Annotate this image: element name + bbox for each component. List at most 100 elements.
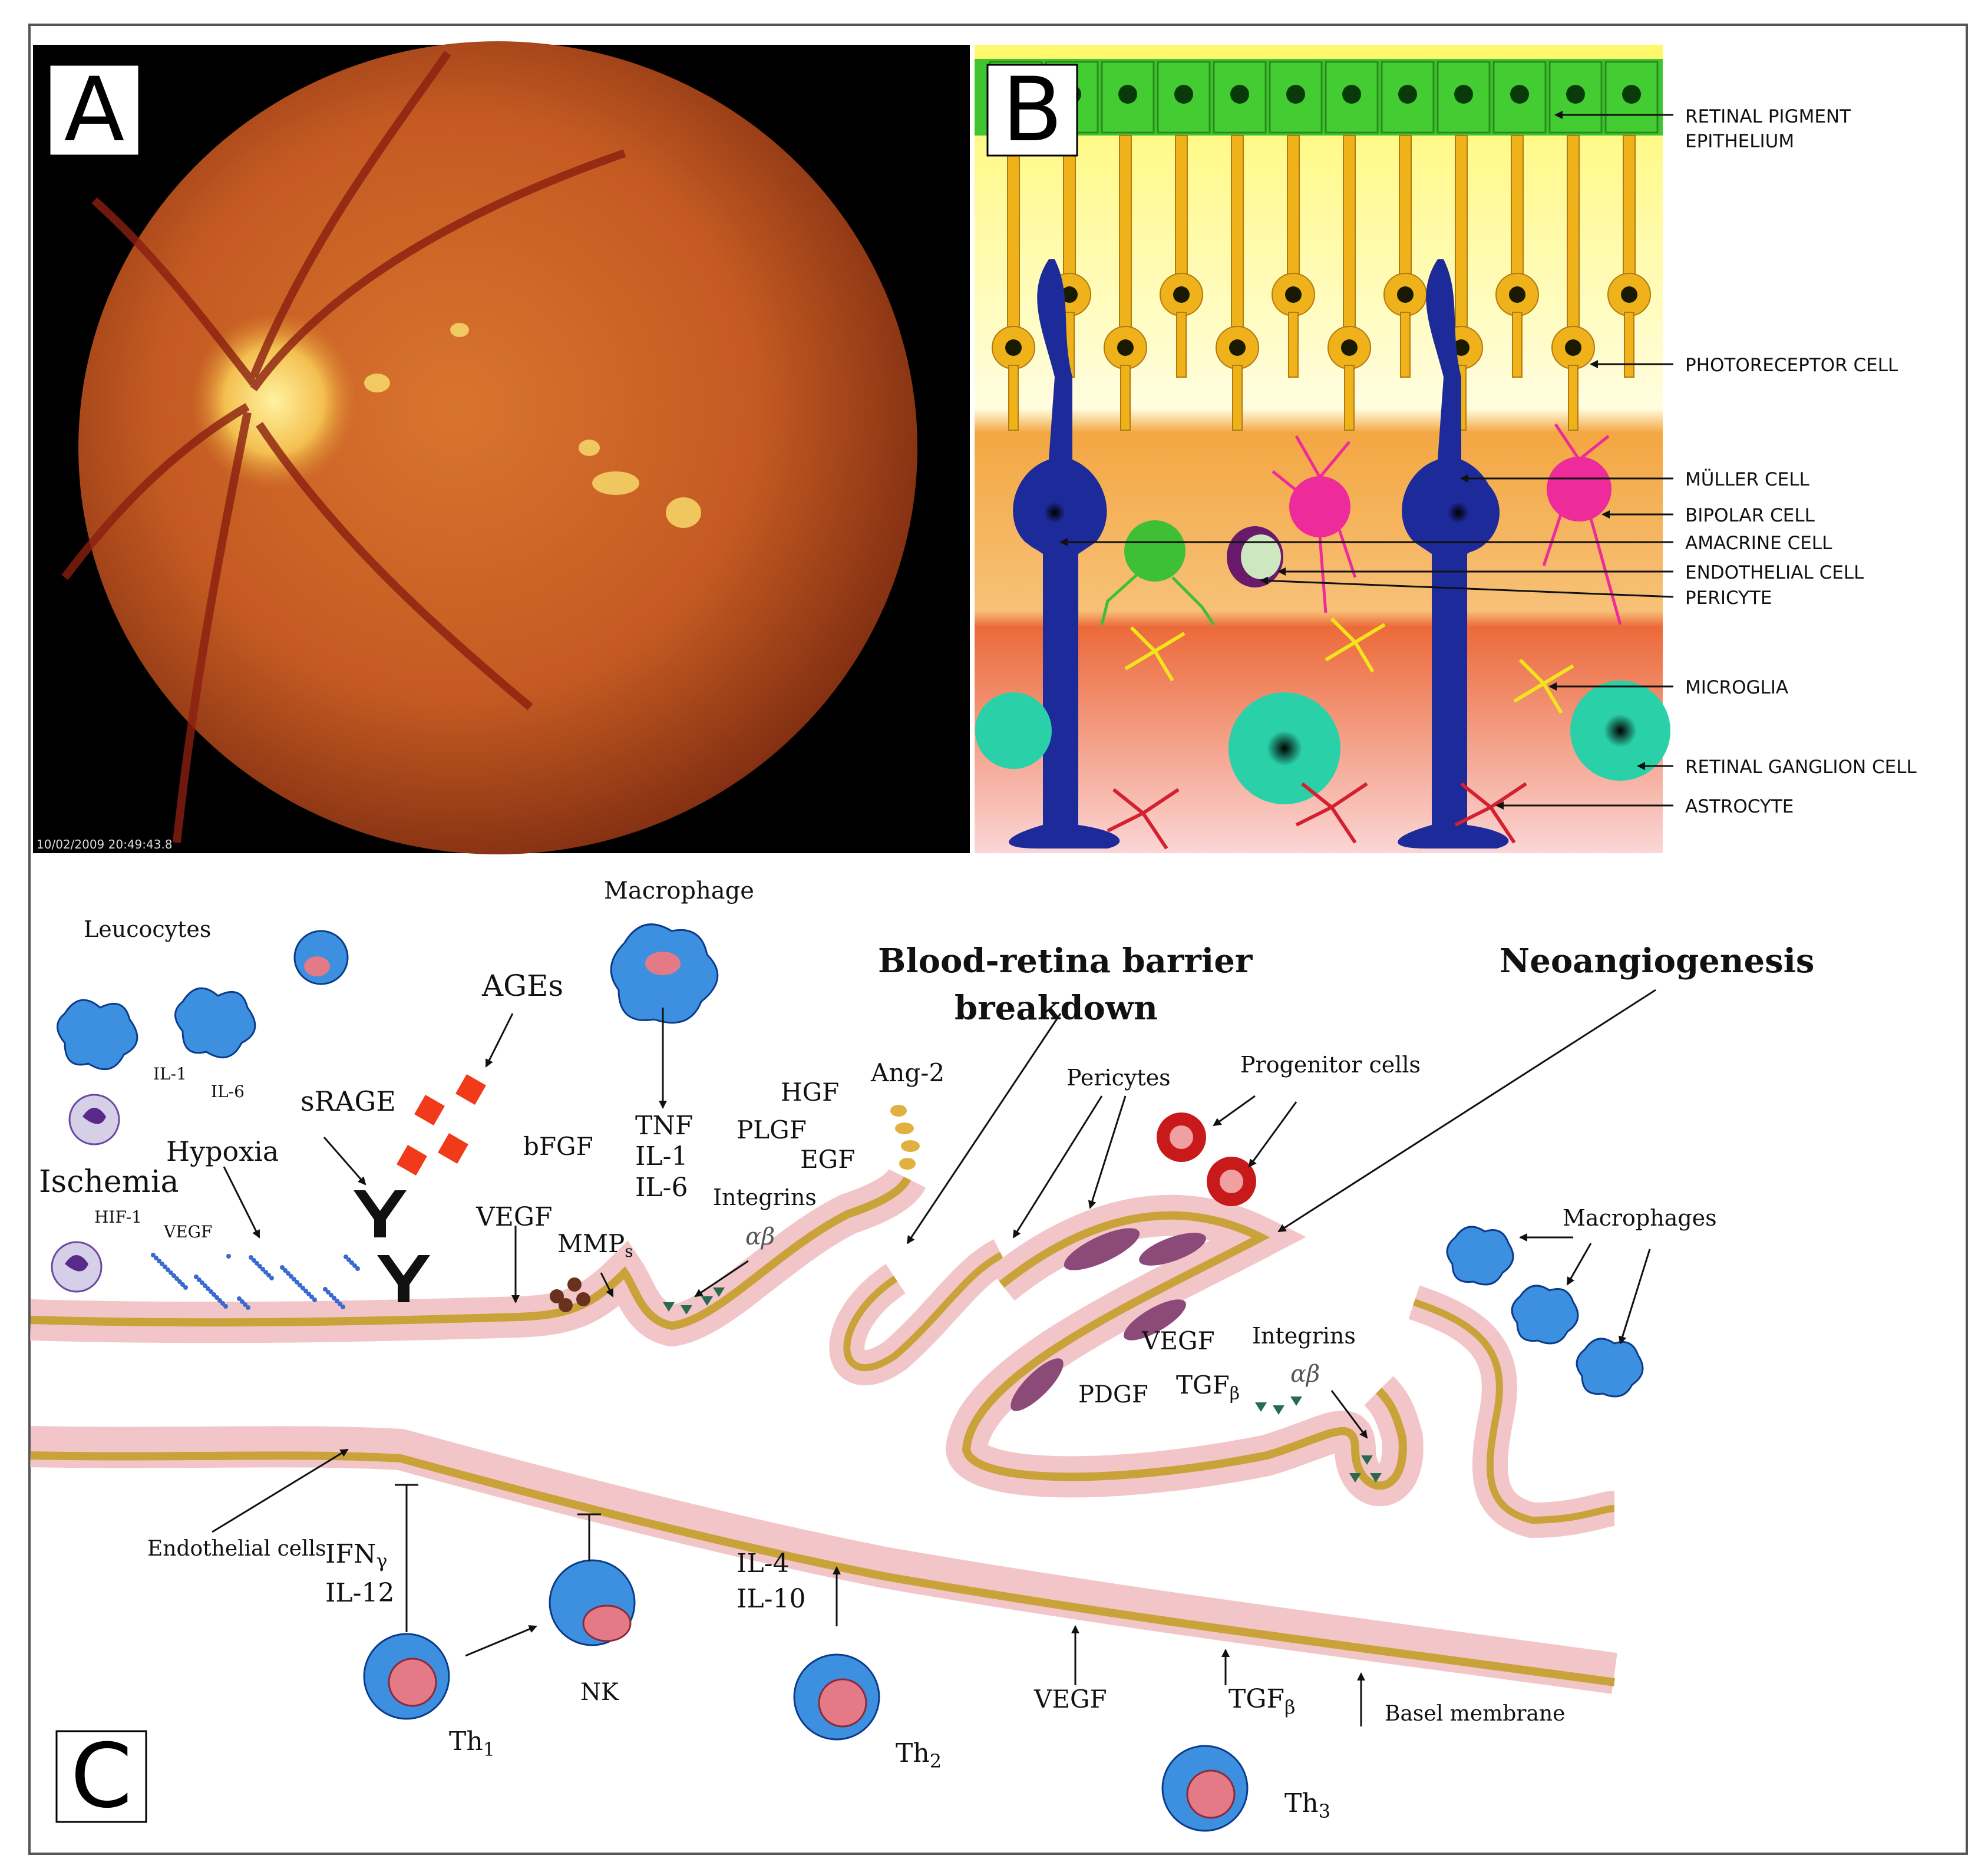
label-tgfb: TGFβ xyxy=(1176,1371,1240,1404)
label-nk: NK xyxy=(580,1679,619,1706)
amacrine-dendrites xyxy=(1100,573,1216,626)
label-bipolar: BIPOLAR CELL xyxy=(1685,505,1815,526)
photoreceptor-nucleus xyxy=(1397,286,1414,303)
vegf-dot xyxy=(169,1270,173,1275)
label-photoreceptor: PHOTORECEPTOR CELL xyxy=(1685,355,1898,376)
vegf-dot xyxy=(292,1277,296,1282)
vegf-dot xyxy=(197,1277,202,1282)
vegf-dot xyxy=(344,1254,348,1259)
rpe-nucleus xyxy=(1398,85,1417,104)
photoreceptor-segment xyxy=(1567,135,1580,331)
photoreceptor-axon xyxy=(1568,365,1578,431)
vegf-dot xyxy=(151,1253,156,1257)
label-endothelial: ENDOTHELIAL CELL xyxy=(1685,562,1864,583)
macrophage-top xyxy=(610,923,719,1024)
vegf-dot xyxy=(255,1261,259,1266)
photoreceptor-axon xyxy=(1232,365,1243,431)
vegf-dot xyxy=(174,1276,179,1281)
progenitor-cells xyxy=(1157,1112,1256,1206)
ang2-particles xyxy=(890,1105,920,1170)
photoreceptor-segment xyxy=(1399,135,1412,278)
photoreceptor-segment xyxy=(1175,135,1188,278)
label-th2: Th2 xyxy=(896,1738,942,1772)
label-macrophage: Macrophage xyxy=(604,877,754,904)
label-pericytes: Pericytes xyxy=(1066,1065,1171,1091)
srage-receptors xyxy=(354,1190,430,1302)
panel-c-letter: C xyxy=(71,1725,133,1828)
exudates xyxy=(364,323,701,528)
panel-c-letter-box xyxy=(55,1730,147,1823)
photoreceptor-axon xyxy=(1120,365,1131,431)
vegf-dot xyxy=(289,1274,293,1279)
vegf-dot xyxy=(171,1273,176,1278)
label-il1-small: IL-1 xyxy=(153,1064,187,1084)
neo-membrane xyxy=(962,1211,1407,1490)
rpe-nucleus xyxy=(1118,85,1137,104)
label-ang2: Ang-2 xyxy=(870,1058,945,1087)
vegf-dot xyxy=(243,1302,247,1307)
label-rpe-2: EPITHELIUM xyxy=(1685,131,1794,152)
vegf-dot xyxy=(326,1290,331,1295)
vegf-dot xyxy=(303,1289,308,1293)
vegf-dot xyxy=(183,1285,188,1290)
photoreceptor-axon xyxy=(1512,312,1523,378)
label-pdgf: PDGF xyxy=(1078,1381,1148,1408)
rpe-nucleus xyxy=(1286,85,1305,104)
vegf-dot xyxy=(323,1287,328,1292)
photoreceptor-nucleus xyxy=(1229,339,1246,356)
photoreceptor-axon xyxy=(1008,365,1019,431)
muller-nucleus-1 xyxy=(1044,502,1065,523)
lymphocytes xyxy=(363,1559,1249,1832)
photoreceptor-segment xyxy=(1623,135,1636,278)
photoreceptor-segment xyxy=(1231,135,1244,331)
vegf-dot xyxy=(249,1255,253,1260)
label-ab-2: αβ xyxy=(1290,1361,1320,1388)
label-macrophages: Macrophages xyxy=(1563,1205,1717,1231)
label-muller: MÜLLER CELL xyxy=(1685,468,1809,490)
photoreceptor-nucleus xyxy=(1341,339,1358,356)
panel-b-letter-box xyxy=(986,64,1078,157)
vegf-dot xyxy=(217,1298,222,1303)
vegf-dot xyxy=(300,1286,305,1290)
vegf-dot xyxy=(263,1270,268,1275)
label-il10: IL-10 xyxy=(737,1584,805,1614)
vegf-dot xyxy=(252,1258,256,1263)
bipolar-dendrites xyxy=(1272,423,1622,625)
panel-b-arrows xyxy=(1059,111,1674,810)
photoreceptor-axon xyxy=(1344,365,1355,431)
rpe-cell xyxy=(1101,61,1155,134)
photoreceptor-axon xyxy=(1400,312,1411,378)
vegf-dot xyxy=(226,1254,231,1259)
vegf-dot xyxy=(240,1299,245,1304)
vegf-dot xyxy=(338,1302,342,1306)
vegf-dot xyxy=(286,1271,290,1276)
vegf-dot xyxy=(257,1264,262,1269)
label-hypoxia: Hypoxia xyxy=(166,1135,279,1167)
rpe-nucleus xyxy=(1566,85,1585,104)
panel-b: B RETINAL PIGMENT EPITHELIUM PHOTORECEPT… xyxy=(975,45,1917,853)
vegf-dot xyxy=(309,1295,314,1299)
photoreceptor-segment xyxy=(1511,135,1524,278)
astrocytes xyxy=(1107,782,1527,850)
photoreceptor-segment xyxy=(1063,135,1076,278)
photoreceptor-nucleus xyxy=(1621,286,1637,303)
label-ages: AGEs xyxy=(481,969,563,1003)
label-rpe-1: RETINAL PIGMENT xyxy=(1685,106,1851,127)
rpe-nucleus xyxy=(1510,85,1529,104)
rpe-nucleus xyxy=(1230,85,1249,104)
photoreceptor-nucleus xyxy=(1453,339,1469,356)
photoreceptor-segment xyxy=(1119,135,1132,331)
label-basel: Basel membrane xyxy=(1385,1702,1565,1726)
vegf-dot xyxy=(283,1268,288,1273)
panel-a-letter-box xyxy=(48,64,140,157)
vegf-dot xyxy=(335,1299,339,1303)
label-il6: IL-6 xyxy=(635,1173,688,1203)
photoreceptor-segment xyxy=(1287,135,1300,278)
vegf-dot xyxy=(332,1296,336,1300)
photoreceptor-cells xyxy=(992,135,1651,431)
endothelial-lumen xyxy=(1241,534,1281,579)
label-microglia: MICROGLIA xyxy=(1685,677,1788,698)
bipolar-cells xyxy=(1289,457,1611,537)
label-integrins-2: Integrins xyxy=(1252,1323,1356,1349)
vegf-dot xyxy=(352,1263,357,1268)
